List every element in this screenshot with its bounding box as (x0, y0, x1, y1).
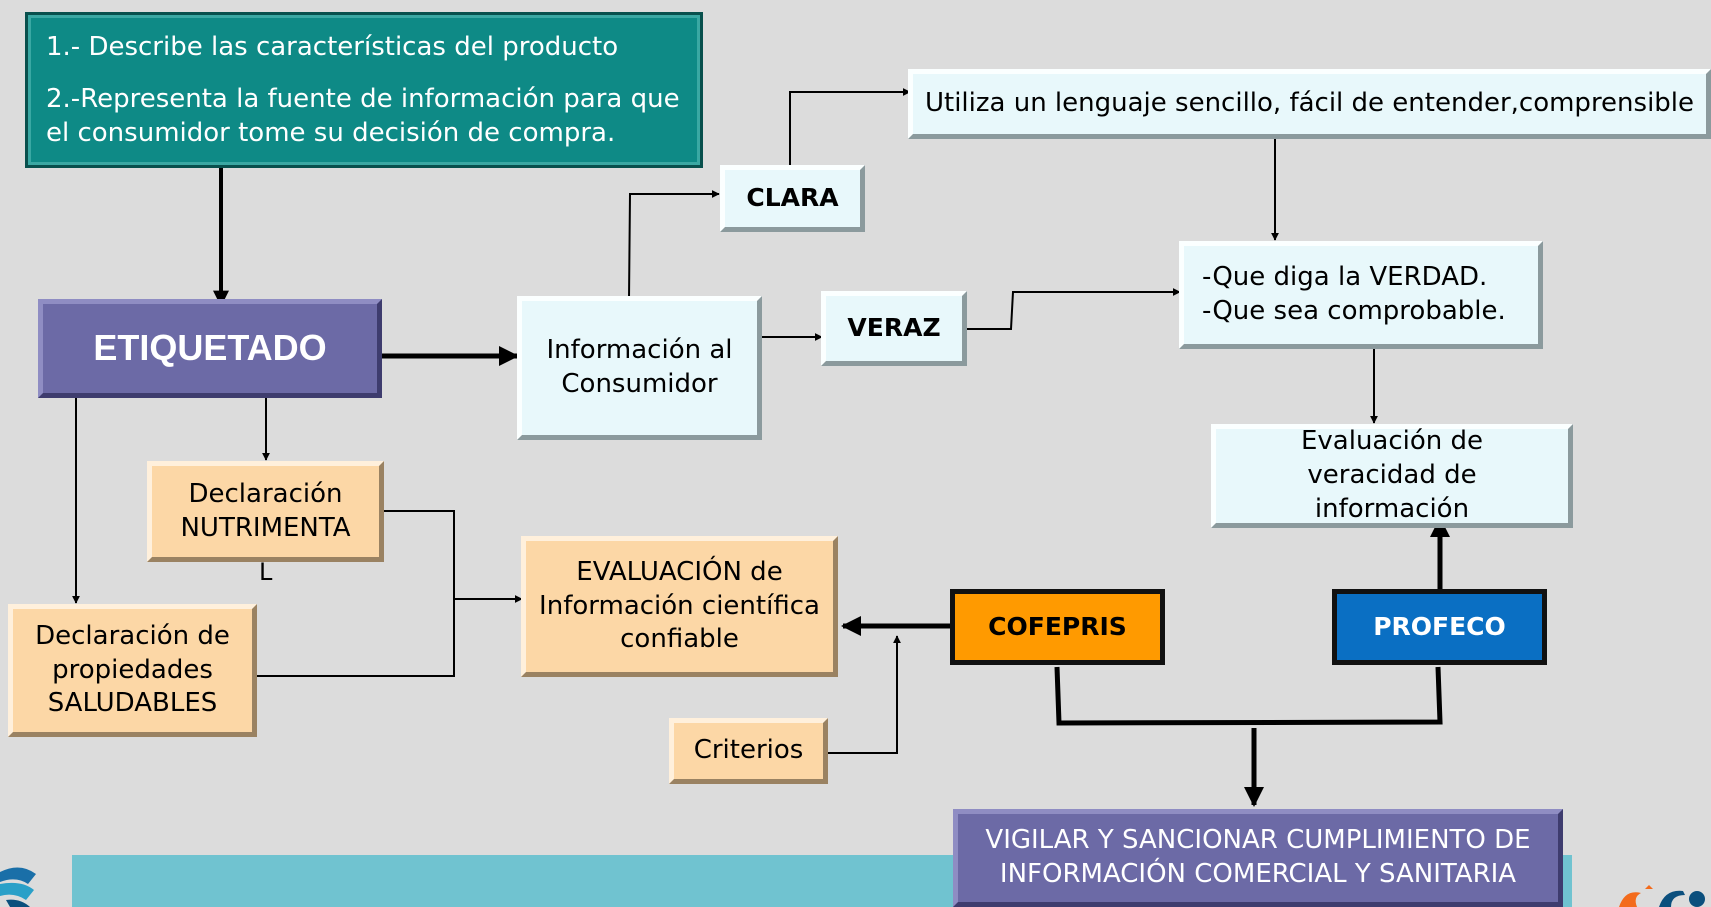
lenguaje-box: Utiliza un lenguaje sencillo, fácil de e… (908, 69, 1711, 139)
intro-line-2: 2.-Representa la fuente de información p… (46, 83, 680, 148)
declaracion-saludables-box: Declaración de propiedades SALUDABLES (8, 604, 257, 737)
etiquetado-box: ETIQUETADO (38, 299, 382, 398)
verdad-line-2: -Que sea comprobable. (1202, 296, 1506, 326)
vigilar-box: VIGILAR Y SANCIONAR CUMPLIMIENTO DE INFO… (953, 809, 1563, 907)
stray-letter: L (259, 558, 273, 586)
informacion-consumidor-box: Información al Consumidor (517, 296, 762, 440)
connector-agencies (1054, 666, 1443, 726)
cofepris-box: COFEPRIS (950, 589, 1165, 665)
criterios-box: Criterios (669, 718, 828, 784)
intro-box: 1.- Describe las características del pro… (25, 12, 703, 168)
arrow-informacion-clara (628, 190, 720, 300)
arrow-veraz-verdad (966, 288, 1181, 330)
profeco-box: PROFECO (1332, 589, 1547, 665)
veraz-box: VERAZ (821, 291, 967, 366)
evaluacion-cientifica-box: EVALUACIÓN de Información científica con… (521, 536, 838, 677)
intro-line-1: 1.- Describe las características del pro… (46, 32, 619, 62)
verdad-box: -Que diga la VERDAD. -Que sea comprobabl… (1179, 241, 1543, 349)
verdad-line-1: -Que diga la VERDAD. (1202, 262, 1488, 293)
evaluacion-veracidad-box: Evaluación de veracidad de información (1211, 424, 1573, 528)
logo-right-icon (1619, 885, 1705, 907)
declaracion-nutrimental-box: Declaración NUTRIMENTA (147, 461, 384, 562)
logo-left-icon (0, 867, 36, 907)
clara-box: CLARA (720, 165, 865, 232)
arrow-clara-lenguaje (789, 88, 911, 166)
